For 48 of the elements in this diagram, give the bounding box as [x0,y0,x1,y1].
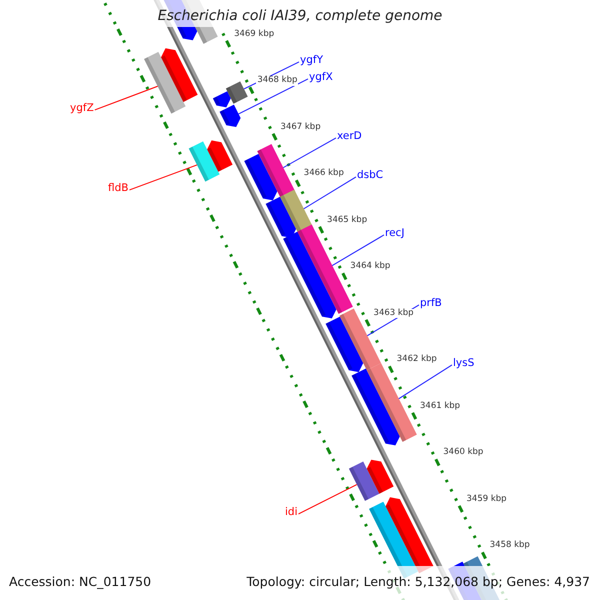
scale-label: 3462 kbp [396,355,438,365]
scale-label: 3467 kbp [280,122,322,132]
gene-bar [366,363,417,442]
gene-label: xerD [337,131,362,143]
gene-label: ygfZ [70,103,94,115]
gene-label: idi [285,507,298,519]
scale-label: 3469 kbp [233,30,276,40]
scale-label: 3459 kbp [466,494,508,504]
scale-label: 3461 kbp [419,402,462,412]
scale-label: 3465 kbp [326,216,368,226]
leader-line [128,164,198,190]
leader-line [94,86,158,110]
leader-line [303,176,356,210]
gene-label: fldB [108,183,128,195]
gene-feature [207,140,233,172]
leader-line [282,137,336,168]
gene-label: lysS [453,358,474,370]
gene-feature [244,154,278,200]
gene-label: ygfX [309,72,333,84]
footer-text: Accession: NC_011750 [9,575,152,589]
gene-bar [188,141,220,182]
gene-label: recJ [385,228,404,240]
gene-label: ygfY [300,55,323,67]
gene-bar [348,462,380,501]
scale-label: 3460 kbp [442,448,484,458]
gene-feature [326,316,364,372]
scale-label: 3468 kbp [256,76,298,86]
scale-label: 3458 kbp [488,541,531,551]
leader-line [332,234,384,266]
footer-text: Topology: circular; Length: 5,132,068 bp; Genes: 4,937 [246,575,590,589]
gene-feature [161,48,198,102]
gene-label: prfB [420,298,442,310]
gene-feature [366,460,394,494]
gene-feature [266,196,296,238]
gene-label: dsbC [357,170,384,182]
leader-line [238,78,308,114]
gene-bar [144,52,186,114]
scale-label: 3463 kbp [372,308,415,318]
scale-label: 3466 kbp [302,169,345,179]
leader-line [298,484,358,514]
gene-feature [283,232,336,318]
gene-feature [220,104,241,127]
gene-feature [212,91,231,108]
leader-line [398,364,452,400]
gene-feature [352,368,400,446]
gene-bar [226,81,248,104]
scale-label: 3464 kbp [349,262,392,272]
gene-bar [257,144,296,199]
